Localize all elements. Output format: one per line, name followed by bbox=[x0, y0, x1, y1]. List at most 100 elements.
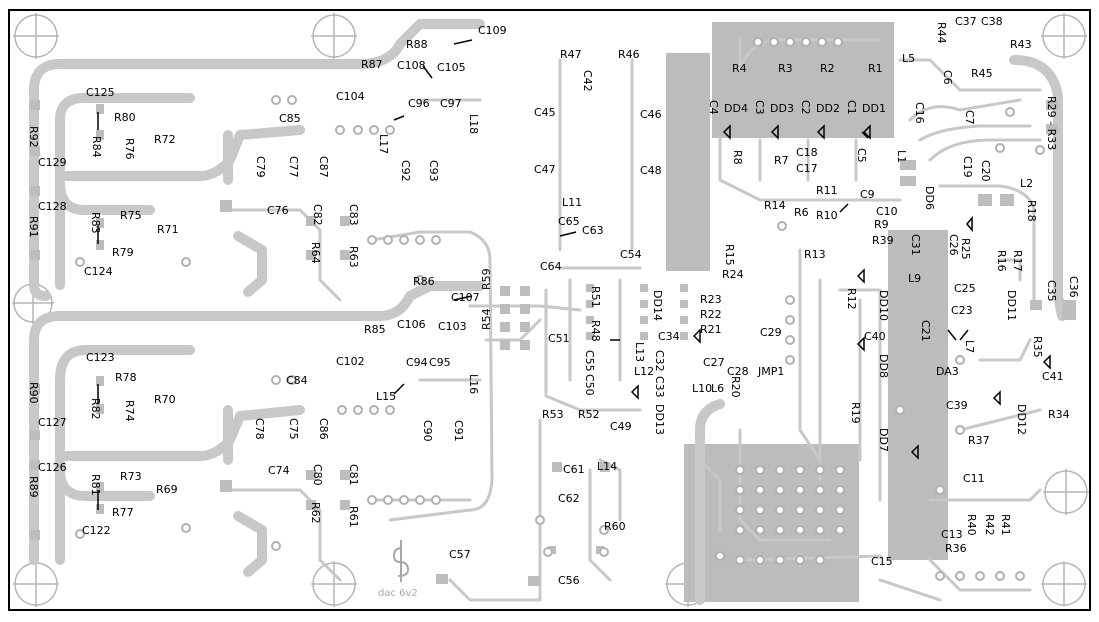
copper-pour-center-strip bbox=[666, 53, 710, 271]
label-dd14: DD14 bbox=[651, 290, 664, 321]
label-c6: C6 bbox=[941, 70, 954, 85]
label-r60: R60 bbox=[604, 520, 626, 533]
label-l6: L6 bbox=[711, 382, 724, 395]
label-l18: L18 bbox=[467, 114, 480, 134]
orientation-markers bbox=[630, 124, 1051, 460]
label-l15: L15 bbox=[376, 390, 396, 403]
label-c31: C31 bbox=[909, 234, 922, 256]
label-r79: R79 bbox=[112, 246, 134, 259]
label-l5: L5 bbox=[902, 52, 915, 65]
copper-pours bbox=[666, 22, 948, 602]
label-r45: R45 bbox=[971, 67, 993, 80]
label-c79: C79 bbox=[254, 156, 267, 178]
label-r23: R23 bbox=[700, 293, 722, 306]
label-c74: C74 bbox=[268, 464, 290, 477]
label-c17: C17 bbox=[796, 162, 818, 175]
label-r83: R83 bbox=[89, 212, 102, 234]
label-c90: C90 bbox=[421, 420, 434, 442]
label-dd2: DD2 bbox=[816, 102, 840, 115]
label-r37: R37 bbox=[968, 434, 990, 447]
mounting-hole-top-right bbox=[1041, 13, 1087, 59]
label-dd8: DD8 bbox=[877, 354, 890, 378]
label-c7: C7 bbox=[963, 110, 976, 125]
label-r20: R20 bbox=[729, 376, 742, 398]
mounting-hole-mid-right bbox=[1043, 469, 1089, 515]
label-c41: C41 bbox=[1042, 370, 1064, 383]
label-r22: R22 bbox=[700, 308, 722, 321]
label-l14: L14 bbox=[597, 460, 617, 473]
label-c54: C54 bbox=[620, 248, 642, 261]
label-c83: C83 bbox=[347, 204, 360, 226]
label-c105: C105 bbox=[437, 61, 466, 74]
label-c33: C33 bbox=[653, 376, 666, 398]
label-c51: C51 bbox=[548, 332, 570, 345]
label-c47: C47 bbox=[534, 163, 556, 176]
label-l13: L13 bbox=[633, 342, 646, 362]
label-c9: C9 bbox=[860, 188, 875, 201]
through-holes bbox=[75, 37, 1045, 581]
label-r24: R24 bbox=[722, 268, 744, 281]
label-r63: R63 bbox=[347, 246, 360, 268]
mounting-hole-bottom-center bbox=[311, 561, 357, 607]
label-c94: C94 bbox=[406, 356, 428, 369]
signal-traces bbox=[228, 38, 1042, 602]
copper-pour-bottom bbox=[684, 444, 859, 602]
label-c92: C92 bbox=[399, 160, 412, 182]
label-l7: L7 bbox=[963, 340, 976, 353]
label-r75: R75 bbox=[120, 209, 142, 222]
label-c78: C78 bbox=[253, 418, 266, 440]
label-r54: R54 bbox=[480, 308, 493, 330]
label-l1: L1 bbox=[895, 150, 908, 163]
label-c87: C87 bbox=[317, 156, 330, 178]
label-r41: R41 bbox=[999, 514, 1012, 536]
label-c57: C57 bbox=[449, 548, 471, 561]
label-c26: C26 bbox=[947, 234, 960, 256]
label-c15: C15 bbox=[871, 555, 893, 568]
label-r12: R12 bbox=[845, 288, 858, 310]
label-c109: C109 bbox=[478, 24, 507, 37]
label-c104: C104 bbox=[336, 90, 365, 103]
label-r61: R61 bbox=[347, 506, 360, 528]
label-r72: R72 bbox=[154, 133, 176, 146]
label-l17: L17 bbox=[377, 134, 390, 154]
label-r91: R91 bbox=[27, 216, 40, 238]
label-r15: R15 bbox=[723, 244, 736, 266]
label-c5: C5 bbox=[855, 148, 868, 163]
label-r7: R7 bbox=[774, 154, 789, 167]
label-c28: C28 bbox=[727, 365, 749, 378]
label-r59: R59 bbox=[480, 268, 493, 290]
label-c85: C85 bbox=[279, 112, 301, 125]
label-c108: C108 bbox=[397, 59, 426, 72]
label-r85: R85 bbox=[364, 323, 386, 336]
label-r6: R6 bbox=[794, 206, 809, 219]
label-l16: L16 bbox=[467, 374, 480, 394]
label-c81: C81 bbox=[347, 464, 360, 486]
label-c18: C18 bbox=[796, 146, 818, 159]
label-c95: C95 bbox=[429, 356, 451, 369]
pads bbox=[30, 72, 1076, 586]
label-c20: C20 bbox=[979, 160, 992, 182]
label-r21: R21 bbox=[700, 323, 722, 336]
label-c107: C107 bbox=[451, 291, 480, 304]
label-r62: R62 bbox=[309, 502, 322, 524]
label-c84: C84 bbox=[286, 374, 308, 387]
label-c48: C48 bbox=[640, 164, 662, 177]
label-r34: R34 bbox=[1048, 408, 1070, 421]
label-c56: C56 bbox=[558, 574, 580, 587]
label-c27: C27 bbox=[703, 356, 725, 369]
label-c2: C2 bbox=[799, 100, 812, 115]
label-c10: C10 bbox=[876, 205, 898, 218]
label-r19: R19 bbox=[849, 402, 862, 424]
label-r29r33: R29 - R33 bbox=[1045, 96, 1058, 150]
label-c106: C106 bbox=[397, 318, 426, 331]
label-c125: C125 bbox=[86, 86, 115, 99]
label-c103: C103 bbox=[438, 320, 467, 333]
label-c42: C42 bbox=[581, 70, 594, 92]
label-c65: C65 bbox=[558, 215, 580, 228]
label-c122: C122 bbox=[82, 524, 111, 537]
label-r89: R89 bbox=[27, 476, 40, 498]
label-r73: R73 bbox=[120, 470, 142, 483]
label-c126: C126 bbox=[38, 461, 67, 474]
label-c32: C32 bbox=[653, 350, 666, 372]
